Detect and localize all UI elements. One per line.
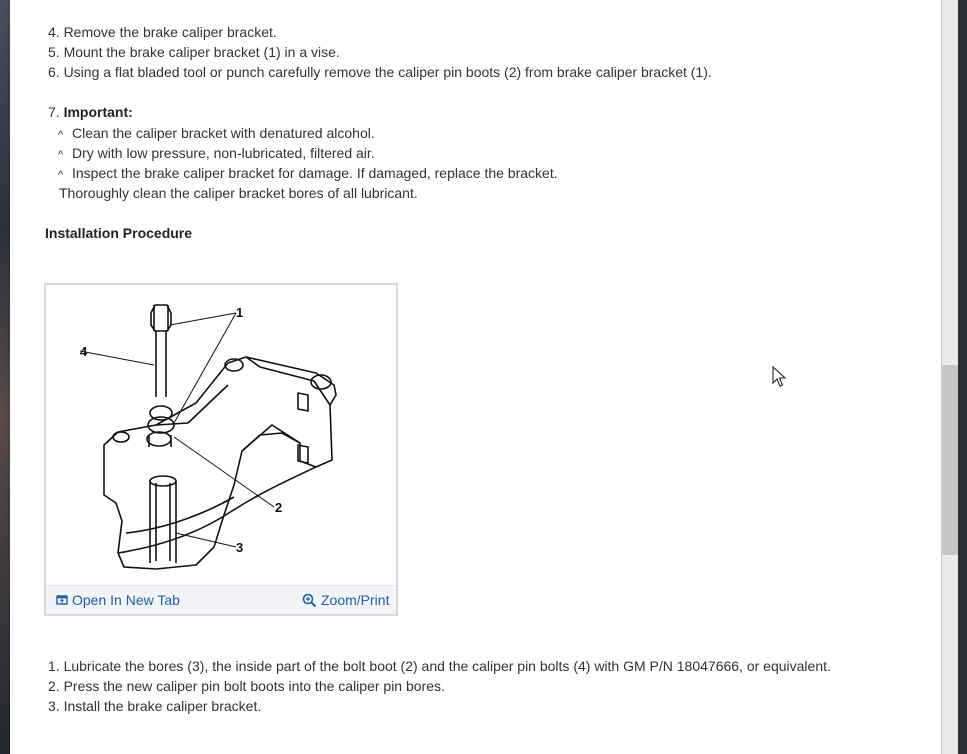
callout-3: 3 xyxy=(236,540,243,555)
new-tab-icon xyxy=(56,595,68,605)
important-bullet: ^Dry with low pressure, non-lubricated, … xyxy=(58,143,375,165)
bullet-marker: ^ xyxy=(58,149,64,161)
section-heading: Installation Procedure xyxy=(45,225,193,241)
important-bullet: ^Inspect the brake caliper bracket for d… xyxy=(58,163,558,185)
open-in-new-tab-link[interactable]: Open In New Tab xyxy=(56,592,180,608)
removal-step-4: 4. Remove the brake caliper bracket. xyxy=(48,24,277,40)
figure-toolbar: Open In New Tab Zoom/Print xyxy=(46,585,396,614)
desktop-background xyxy=(0,0,10,754)
bullet-marker: ^ xyxy=(58,169,64,181)
mouse-pointer-icon xyxy=(772,366,786,387)
zoom-icon xyxy=(302,593,317,607)
important-number: 7. xyxy=(48,104,64,120)
open-in-new-tab-label: Open In New Tab xyxy=(72,592,180,608)
install-step-3: 3. Install the brake caliper bracket. xyxy=(48,698,262,714)
important-step: 7. Important: xyxy=(48,102,133,122)
removal-step-5: 5. Mount the brake caliper bracket (1) i… xyxy=(48,44,340,60)
removal-step-6: 6. Using a flat bladed tool or punch car… xyxy=(48,64,712,80)
zoom-print-link[interactable]: Zoom/Print xyxy=(302,592,389,608)
caliper-bracket-illustration[interactable]: 1 2 3 4 xyxy=(46,285,396,585)
important-label: Important: xyxy=(63,104,133,120)
install-step-1: 1. Lubricate the bores (3), the inside p… xyxy=(48,658,831,674)
callout-2: 2 xyxy=(275,500,282,515)
callout-1: 1 xyxy=(236,305,243,320)
figure-caliper-bracket: 1 2 3 4 Open In New Tab Zoom/Print xyxy=(44,283,398,616)
scrollbar-thumb[interactable] xyxy=(942,365,958,555)
bullet-marker: ^ xyxy=(58,129,64,141)
zoom-print-label: Zoom/Print xyxy=(321,592,390,608)
install-step-2: 2. Press the new caliper pin bolt boots … xyxy=(48,678,445,694)
important-bullet: ^Clean the caliper bracket with denature… xyxy=(58,123,375,145)
important-note: Thoroughly clean the caliper bracket bor… xyxy=(59,185,418,201)
window-edge xyxy=(958,0,967,754)
callout-4: 4 xyxy=(80,344,88,359)
